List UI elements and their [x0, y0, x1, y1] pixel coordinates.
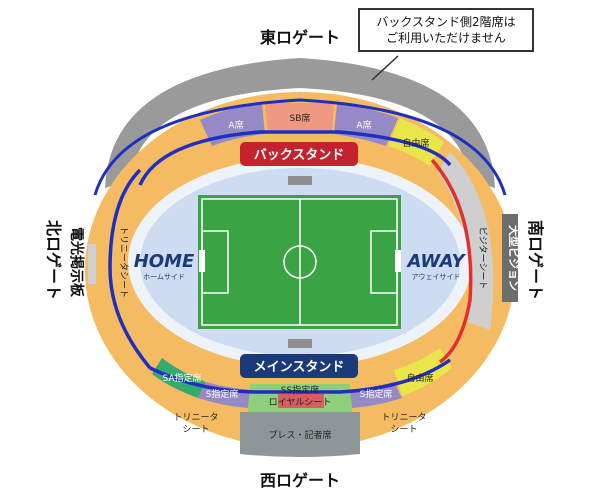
section-back-free[interactable] [388, 118, 444, 166]
notice-line-1: バックスタンド側2階席は [376, 15, 516, 29]
section-royal-label: ロイヤルシート [269, 398, 332, 408]
notice-box: バックスタンド側2階席は ご利用いただけません [358, 8, 534, 52]
trinita-bl-line2: シート [182, 425, 209, 435]
goal-left-marker [199, 250, 205, 272]
camera-bottom [288, 339, 312, 348]
red-outline-right [430, 158, 473, 364]
back-stand-label: バックスタンド [254, 148, 345, 163]
trinita-br-line1: トリニータ [381, 412, 426, 423]
home-label: HOME [134, 251, 195, 272]
blue-outline-left [108, 168, 152, 370]
scoreboard-label: 電光掲示板 [68, 227, 85, 298]
big-vision-label: 大型ビジョン [507, 225, 521, 291]
main-stand-banner [240, 354, 358, 378]
notice-pointer [371, 55, 399, 81]
gate-east: 東ロゲート [260, 28, 340, 47]
blue-outline-upper [93, 98, 507, 196]
section-main-sa-label: SA指定席 [162, 372, 201, 384]
visitor-label: ビジターシート [477, 227, 488, 290]
gate-north: 北ロゲート [44, 220, 63, 300]
section-back-a-right[interactable] [334, 104, 398, 146]
trinita-bl-line1: トリニータ [173, 412, 218, 423]
section-main-free-label: 自由席 [406, 372, 433, 384]
blue-outline-back [138, 130, 452, 186]
section-back-a-left-label: A席 [228, 119, 243, 131]
section-visitor[interactable] [438, 152, 494, 330]
away-sub-label: アウェイサイド [412, 273, 461, 281]
section-back-a-right-label: A席 [356, 119, 371, 131]
back-stand-banner [240, 142, 358, 166]
scoreboard-block [88, 244, 96, 284]
upper-deck [105, 58, 495, 188]
section-main-ss-label: SS指定席 [281, 384, 319, 396]
blue-outline-main [149, 358, 452, 394]
trinita-br-line2: シート [390, 425, 417, 435]
section-royal[interactable] [278, 394, 324, 408]
notice-line-2: ご利用いただけません [386, 31, 506, 45]
section-main-s-left-label: S指定席 [206, 388, 239, 400]
home-sub-label: ホームサイド [143, 273, 185, 281]
section-back-sb[interactable] [265, 103, 334, 133]
section-main-free[interactable] [394, 348, 452, 396]
section-main-s-right-label: S指定席 [360, 388, 393, 400]
away-label: AWAY [405, 251, 466, 272]
section-press[interactable] [240, 412, 360, 457]
goal-right-marker [395, 250, 401, 272]
section-back-a-left[interactable] [200, 104, 265, 146]
gate-west: 西ロゲート [260, 471, 340, 490]
trinita-left-label: トリニータシート [118, 226, 129, 298]
section-back-free-label: 自由席 [402, 137, 429, 149]
gate-south: 南ロゲート [526, 220, 545, 300]
section-press-label: プレス・記者席 [268, 429, 331, 441]
main-stand-label: メインスタンド [254, 360, 345, 375]
camera-top [288, 176, 312, 185]
big-vision [502, 214, 518, 302]
section-back-sb-label: SB席 [290, 112, 311, 124]
